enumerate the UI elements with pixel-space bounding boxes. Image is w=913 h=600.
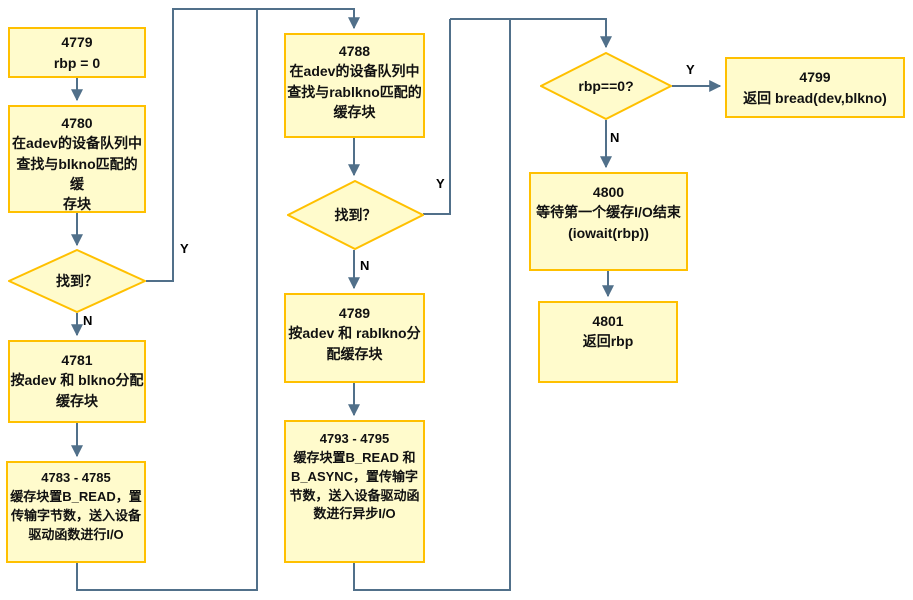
edge-label-d3-yes: Y xyxy=(686,62,695,77)
node-4789-code: 4789 xyxy=(338,305,371,321)
node-4793-4795-line-4: 数进行异步I/O xyxy=(313,506,396,522)
node-4793-4795-line-3: 节数，送入设备驱动函 xyxy=(289,487,420,503)
decision-found-rablkno-label: 找到？ xyxy=(334,207,377,223)
node-4780-line-2: 查找与blkno匹配的缓 xyxy=(16,155,138,192)
decision-found-blkno[interactable]: 找到？ xyxy=(8,249,146,313)
node-4793-4795-code: 4793 - 4795 xyxy=(319,431,390,446)
edge-label-d3-no: N xyxy=(610,130,620,145)
node-4780-line-3: 存块 xyxy=(63,196,91,213)
edge-label-d1-yes: Y xyxy=(180,241,189,256)
node-4783-4785-line-3: 驱动函数进行I/O xyxy=(28,526,124,542)
node-4799[interactable]: 4799 返回 bread(dev,blkno) xyxy=(725,57,905,118)
node-4789-line-1: 按adev 和 rablkno分 xyxy=(288,325,421,342)
node-4779[interactable]: 4779 rbp = 0 xyxy=(8,27,146,78)
edge-into-4788 xyxy=(257,8,360,30)
edge-label-d2-no: N xyxy=(360,258,370,273)
node-4793-4795-line-2: B_ASYNC，置传输字 xyxy=(290,468,419,484)
node-4800-line-2: (iowait(rbp)) xyxy=(568,224,649,241)
diamond-shape xyxy=(8,249,146,313)
node-4789[interactable]: 4789 按adev 和 rablkno分 配缓存块 xyxy=(284,293,425,383)
node-4801[interactable]: 4801 返回rbp xyxy=(538,301,678,383)
node-4788-code: 4788 xyxy=(338,43,371,59)
node-4799-line-1: 返回 bread(dev,blkno) xyxy=(743,89,887,106)
node-4780-code: 4780 xyxy=(61,115,93,131)
edge-label-d1-no: N xyxy=(83,313,93,328)
node-4788-line-1: 在adev的设备队列中 xyxy=(289,63,420,80)
node-4780[interactable]: 4780 在adev的设备队列中 查找与blkno匹配的缓 存块 xyxy=(8,105,146,213)
node-4789-line-2: 配缓存块 xyxy=(326,345,383,362)
node-4801-code: 4801 xyxy=(592,313,624,329)
decision-rbp-equals-zero-label: rbp==0? xyxy=(578,78,634,94)
diamond-shape xyxy=(540,52,672,120)
node-4779-line-1: rbp = 0 xyxy=(53,54,101,71)
node-4783-4785-line-1: 缓存块置B_READ，置 xyxy=(10,488,142,504)
edge-label-d2-yes: Y xyxy=(436,176,445,191)
node-4780-line-1: 在adev的设备队列中 xyxy=(12,135,142,152)
diamond-shape xyxy=(287,180,424,250)
node-4781-code: 4781 xyxy=(61,352,93,368)
node-4793-4795[interactable]: 4793 - 4795 缓存块置B_READ 和 B_ASYNC，置传输字 节数… xyxy=(284,420,425,563)
node-4781[interactable]: 4781 按adev 和 blkno分配 缓存块 xyxy=(8,340,146,423)
node-4800-line-1: 等待第一个缓存I/O结束 xyxy=(536,204,681,221)
node-4801-line-1: 返回rbp xyxy=(582,333,634,350)
decision-found-rablkno[interactable]: 找到？ xyxy=(287,180,424,250)
decision-rbp-equals-zero[interactable]: rbp==0? xyxy=(540,52,672,120)
node-4800-code: 4800 xyxy=(592,184,625,200)
node-4788-line-2: 查找与rablkno匹配的 xyxy=(287,83,422,100)
node-4781-line-2: 缓存块 xyxy=(56,392,98,409)
node-4799-code: 4799 xyxy=(799,69,831,86)
node-4800[interactable]: 4800 等待第一个缓存I/O结束 (iowait(rbp)) xyxy=(529,172,688,271)
edge-d1-yes xyxy=(146,8,257,282)
node-4788-line-3: 缓存块 xyxy=(333,103,376,120)
node-4783-4785-code: 4783 - 4785 xyxy=(41,470,111,485)
edge-into-d3 xyxy=(450,18,612,49)
node-4788[interactable]: 4788 在adev的设备队列中 查找与rablkno匹配的 缓存块 xyxy=(284,33,425,138)
decision-found-blkno-label: 找到？ xyxy=(56,273,98,289)
node-4781-line-1: 按adev 和 blkno分配 xyxy=(10,372,144,389)
node-4793-4795-line-1: 缓存块置B_READ 和 xyxy=(293,449,416,465)
node-4779-code: 4779 xyxy=(61,34,93,51)
node-4783-4785[interactable]: 4783 - 4785 缓存块置B_READ，置 传输字节数，送入设备 驱动函数… xyxy=(6,461,146,563)
node-4783-4785-line-2: 传输字节数，送入设备 xyxy=(10,507,141,523)
